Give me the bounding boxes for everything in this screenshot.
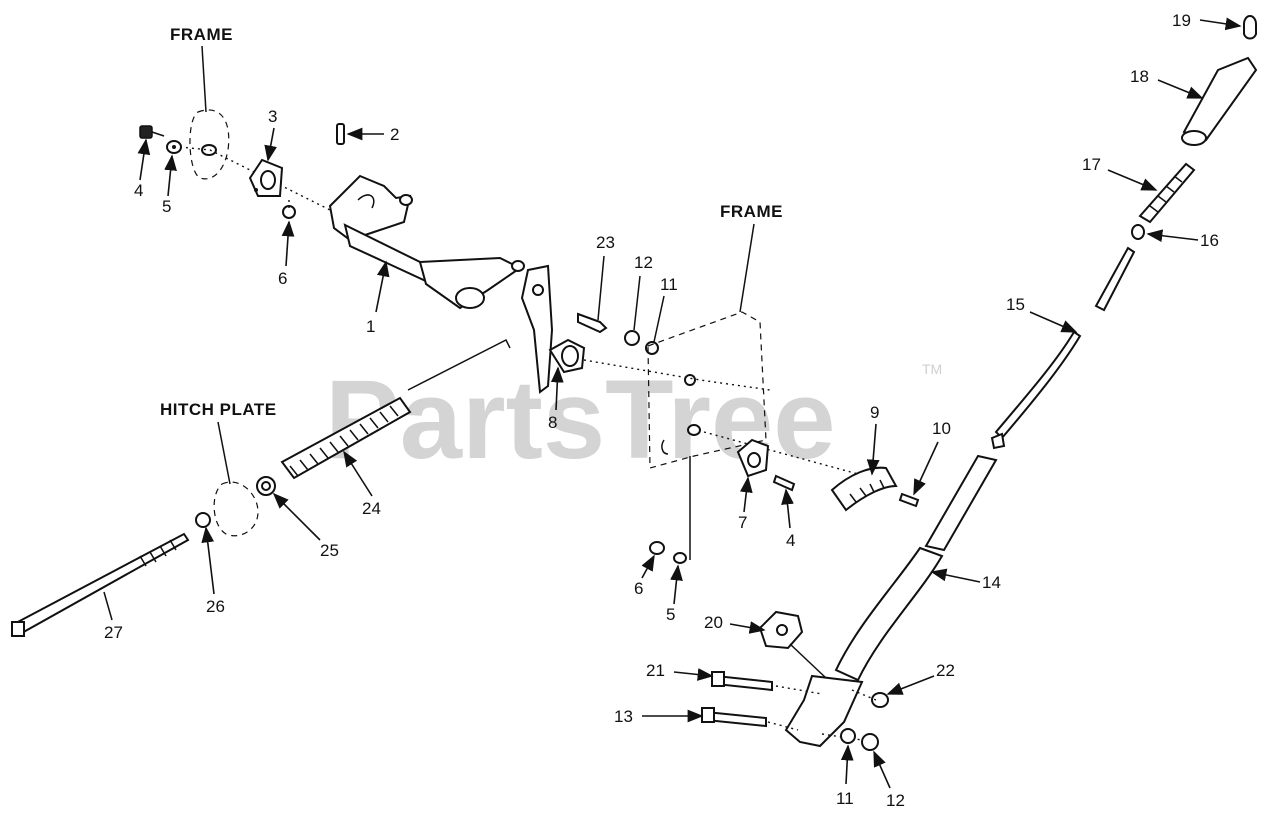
part-27-eyebolt-rod[interactable] — [11, 532, 190, 637]
watermark-trademark: TM — [922, 361, 942, 377]
callout-22: 22 — [936, 661, 955, 680]
callout-11: 11 — [836, 789, 854, 808]
callout-23: 23 — [596, 233, 615, 252]
part-6-nut-left[interactable] — [282, 200, 296, 219]
callout-21: 21 — [646, 661, 665, 680]
callout-1: 1 — [366, 317, 375, 336]
part-26-washer[interactable] — [195, 512, 211, 528]
callout-24: 24 — [362, 499, 381, 518]
part-25-nut[interactable] — [256, 476, 276, 496]
callout-20: 20 — [704, 613, 723, 632]
callout-5: 5 — [162, 197, 171, 216]
callout-3: 3 — [268, 107, 277, 126]
center-frame-plate — [647, 311, 767, 469]
part-24-spring[interactable] — [280, 338, 511, 480]
part-14-lever-handle[interactable] — [784, 454, 998, 748]
part-19-knob[interactable] — [1243, 15, 1257, 40]
callout-10: 10 — [932, 419, 951, 438]
part-21-bolt[interactable] — [711, 671, 773, 692]
part-5-washer-left[interactable] — [166, 140, 182, 154]
part-16-collar[interactable] — [1131, 224, 1145, 240]
label-hitch-plate: HITCH PLATE — [160, 400, 277, 419]
hitch-plate-outline — [213, 481, 259, 537]
callout-8: 8 — [548, 413, 557, 432]
label-frame-left: FRAME — [170, 25, 233, 44]
part-5-washer-center[interactable] — [673, 552, 687, 564]
callout-12: 12 — [634, 253, 653, 272]
part-10-screw[interactable] — [898, 492, 920, 508]
part-9-segment[interactable] — [830, 466, 898, 512]
part-20-bracket[interactable] — [758, 610, 827, 679]
part-13-bolt[interactable] — [701, 707, 767, 728]
part-17-spring[interactable] — [1138, 162, 1196, 224]
callout-11: 11 — [660, 275, 678, 294]
part-11-lockwasher-top[interactable] — [645, 341, 659, 355]
callout-14: 14 — [982, 573, 1001, 592]
part-8-bracket[interactable] — [520, 264, 586, 394]
part-1-rockshaft[interactable] — [328, 174, 525, 310]
callout-15: 15 — [1006, 295, 1025, 314]
callout-27: 27 — [104, 623, 123, 642]
callout-5: 5 — [666, 605, 675, 624]
callout-25: 25 — [320, 541, 339, 560]
part-6-nut-center[interactable] — [649, 541, 665, 555]
part-18-grip[interactable] — [1181, 56, 1258, 146]
callout-2: 2 — [390, 125, 399, 144]
part-22-nut[interactable] — [871, 692, 889, 708]
part-3-bearing[interactable] — [248, 158, 284, 197]
callout-6: 6 — [278, 269, 287, 288]
part-2-pin[interactable] — [336, 123, 345, 145]
callout-4: 4 — [786, 531, 795, 550]
callout-13: 13 — [614, 707, 633, 726]
part-23-bolt[interactable] — [577, 312, 608, 334]
part-11-lockwasher-bottom[interactable] — [840, 728, 856, 744]
callout-17: 17 — [1082, 155, 1101, 174]
callout-16: 16 — [1200, 231, 1219, 250]
callout-9: 9 — [870, 403, 879, 422]
part-4-bolt-left[interactable] — [139, 125, 165, 139]
part-12-nut-bottom[interactable] — [861, 733, 879, 751]
part-12-nut-top[interactable] — [624, 330, 640, 346]
callout-4: 4 — [134, 181, 143, 200]
callout-12: 12 — [886, 791, 905, 810]
callout-19: 19 — [1172, 11, 1191, 30]
callout-7: 7 — [738, 513, 747, 532]
label-frame-center: FRAME — [720, 202, 783, 221]
part-7-bearing[interactable] — [736, 438, 770, 478]
callout-26: 26 — [206, 597, 225, 616]
left-frame-outline — [189, 109, 230, 180]
part-15-rod[interactable] — [990, 246, 1136, 450]
callout-18: 18 — [1130, 67, 1149, 86]
callout-6: 6 — [634, 579, 643, 598]
